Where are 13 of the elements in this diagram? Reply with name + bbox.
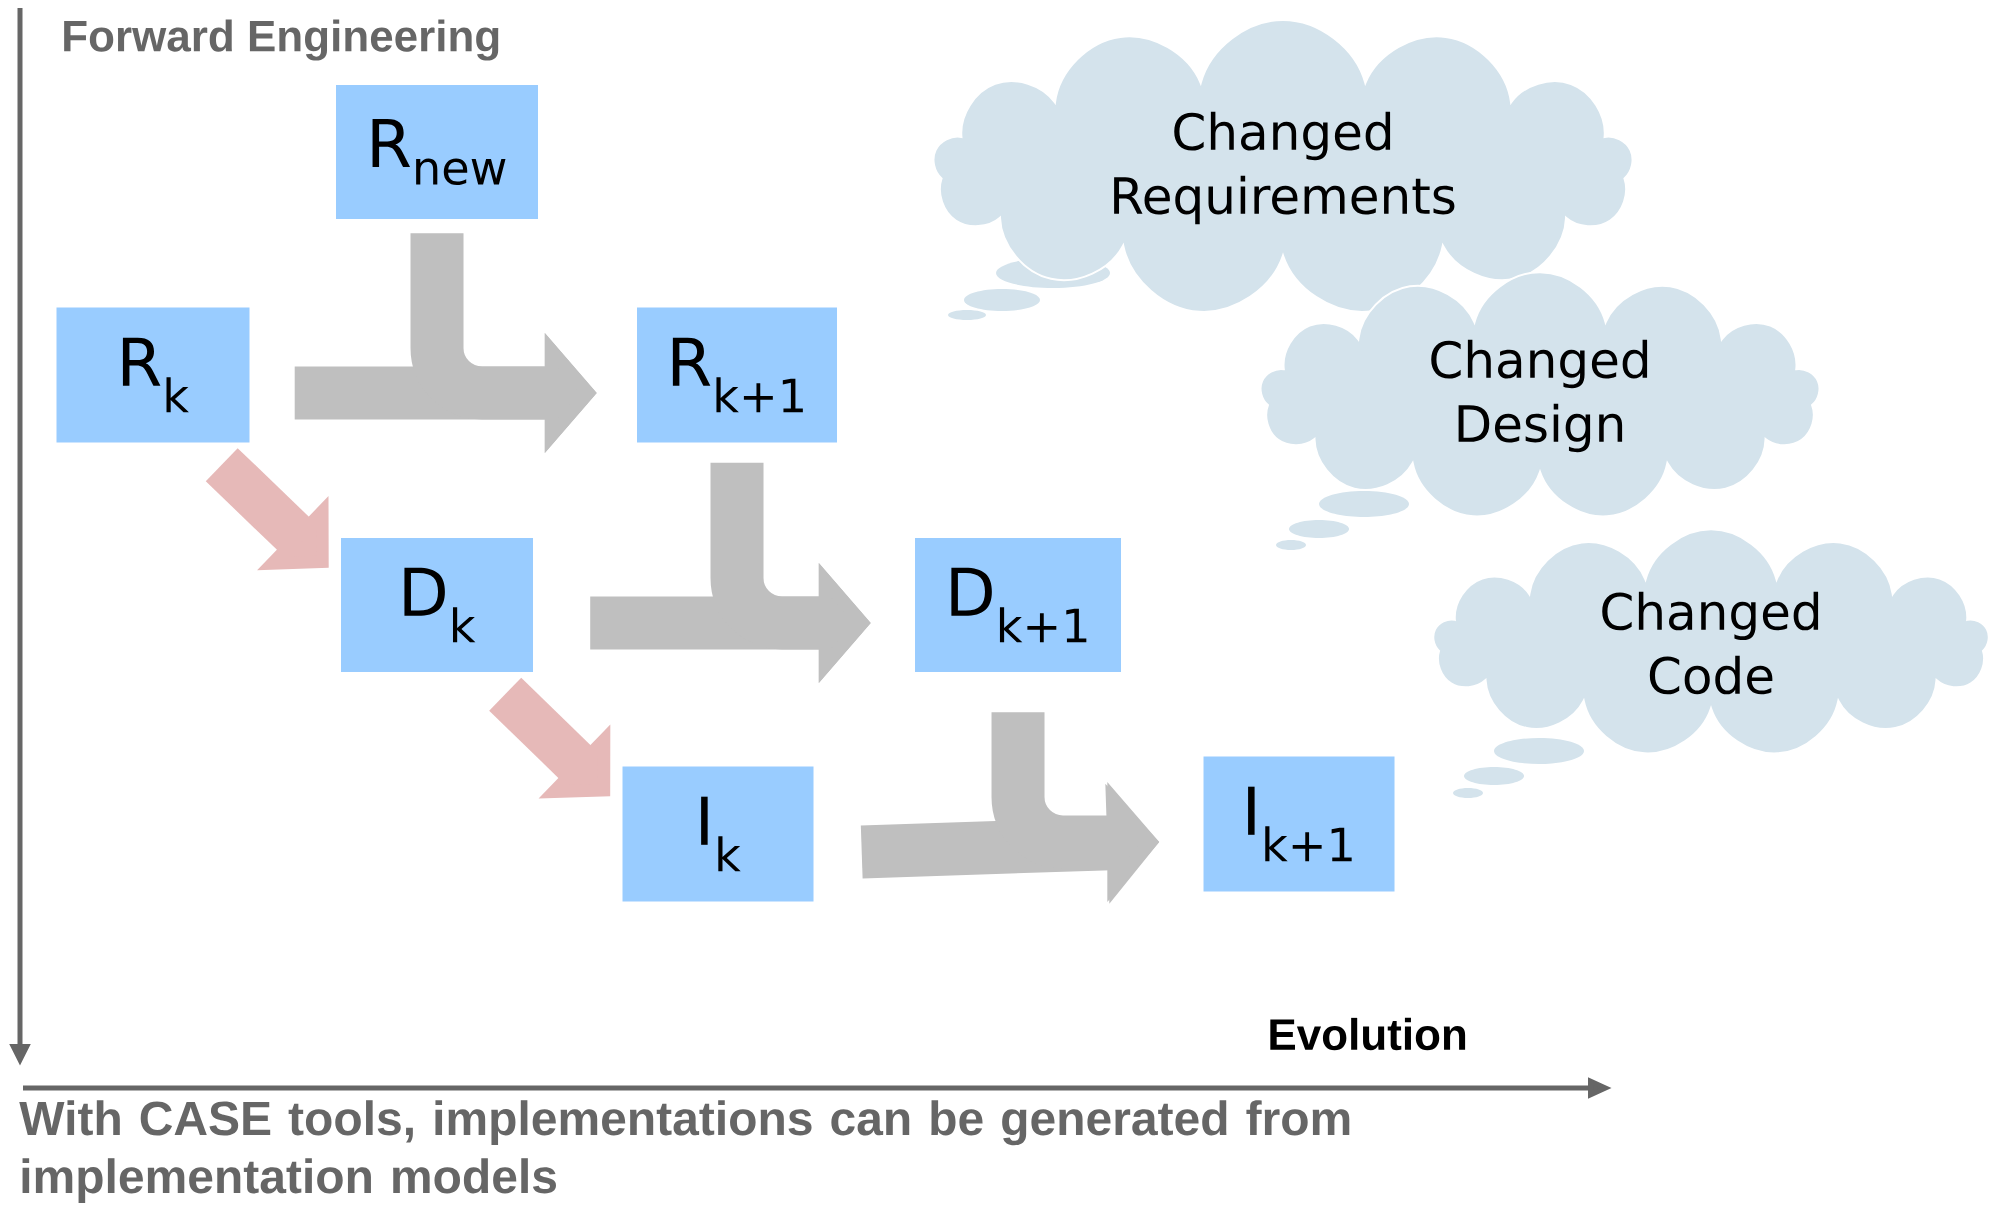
thought-cloud: Changed Code [1432, 528, 1989, 798]
model-box: R$_{k+1}$ [637, 307, 837, 443]
model-box: I$_{k+1}$ [1203, 756, 1395, 892]
model-box: D$_{k}$ [341, 538, 533, 672]
heading: Forward Engineering [64, 19, 499, 61]
model-box: D$_{k+1}$ [915, 538, 1121, 672]
model-box: R$_{new}$ [336, 85, 538, 219]
model-box: R$_{k}$ [56, 307, 250, 443]
caption: With CASE tools, implementations can be generated from implementation models [19, 1100, 1350, 1203]
model-box: I$_{k}$ [622, 766, 814, 902]
thought-cloud: Changed Requirements [932, 18, 1634, 320]
axis-label: Evolution [1270, 1017, 1466, 1051]
thought-cloud: Changed Design [1259, 271, 1821, 550]
